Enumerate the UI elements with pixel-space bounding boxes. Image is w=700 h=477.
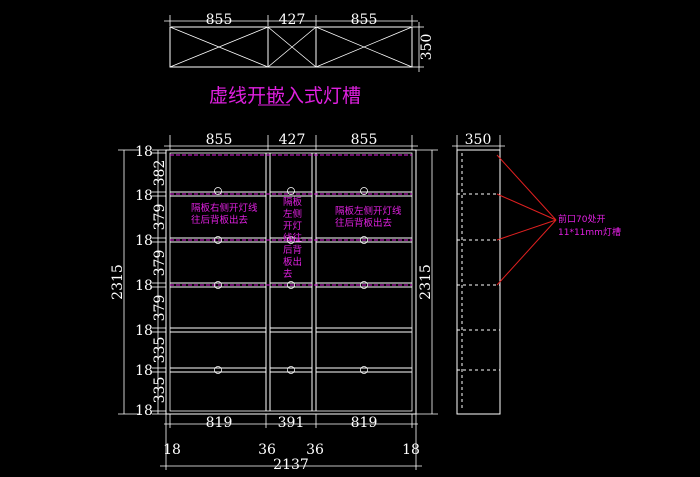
note-right-line2: 往后背板出去 bbox=[335, 217, 393, 229]
left-dim-6: 18 bbox=[135, 278, 153, 294]
top-view: 855 427 855 350 bbox=[164, 12, 435, 72]
note-mid-line6: 板出 bbox=[283, 256, 302, 268]
left-dim-3: 379 bbox=[152, 204, 168, 231]
left-dim-11: 335 bbox=[152, 377, 168, 404]
bottom-dim-left: 819 bbox=[206, 415, 233, 431]
front-view: 855 427 855 bbox=[110, 132, 438, 473]
left-dim-12: 18 bbox=[135, 403, 153, 419]
front-top-dim-mid: 427 bbox=[279, 132, 306, 148]
bottom-dim-mid: 391 bbox=[278, 415, 305, 431]
left-total-height: 2315 bbox=[110, 264, 126, 300]
light-groove-lines bbox=[170, 154, 412, 286]
left-dim-9: 335 bbox=[152, 337, 168, 364]
callout-line1: 前口70处开 bbox=[558, 213, 605, 225]
top-dim-mid: 427 bbox=[279, 12, 306, 28]
note-right-line1: 隔板左侧开灯线 bbox=[335, 205, 402, 217]
gap-dim-1: 36 bbox=[258, 442, 276, 458]
top-dim-right: 855 bbox=[351, 12, 378, 28]
top-view-depth: 350 bbox=[419, 34, 435, 61]
front-top-dim-right: 855 bbox=[351, 132, 378, 148]
gap-dim-2: 36 bbox=[306, 442, 324, 458]
callout-leaders bbox=[496, 154, 557, 286]
bottom-dim-right: 819 bbox=[351, 415, 378, 431]
note-mid-line5: 后背 bbox=[283, 244, 302, 256]
left-dim-5: 379 bbox=[152, 250, 168, 277]
gap-dim-3: 18 bbox=[402, 442, 420, 458]
callout-line2: 11*11mm灯槽 bbox=[558, 226, 621, 238]
left-dim-1: 382 bbox=[152, 160, 168, 187]
left-dim-10: 18 bbox=[135, 363, 153, 379]
right-total-height: 2315 bbox=[418, 264, 434, 300]
side-view: 350 前口70处开 11*11mm灯槽 bbox=[452, 132, 621, 415]
left-dim-2: 18 bbox=[135, 188, 153, 204]
knobs bbox=[214, 187, 368, 374]
note-mid-line1: 隔板 bbox=[283, 196, 303, 208]
left-dim-7: 379 bbox=[152, 295, 168, 322]
gap-dim-0: 18 bbox=[163, 442, 181, 458]
note-left-line2: 往后背板出去 bbox=[191, 214, 249, 226]
note-left-line1: 隔板右侧开灯线 bbox=[191, 202, 258, 214]
side-depth: 350 bbox=[465, 132, 492, 148]
left-dim-0: 18 bbox=[135, 144, 153, 160]
left-dim-4: 18 bbox=[135, 233, 153, 249]
note-mid-line2: 左侧 bbox=[283, 208, 302, 220]
note-mid-line4: 线往 bbox=[283, 232, 303, 244]
total-width: 2137 bbox=[273, 457, 309, 473]
note-mid-line7: 去 bbox=[283, 268, 293, 280]
drawing-title: 虚线开嵌入式灯槽 bbox=[209, 85, 361, 107]
left-dim-8: 18 bbox=[135, 323, 153, 339]
shelves bbox=[170, 191, 412, 373]
top-dim-left: 855 bbox=[206, 12, 233, 28]
note-mid-line3: 开灯 bbox=[283, 221, 303, 232]
front-top-dim-left: 855 bbox=[206, 132, 233, 148]
